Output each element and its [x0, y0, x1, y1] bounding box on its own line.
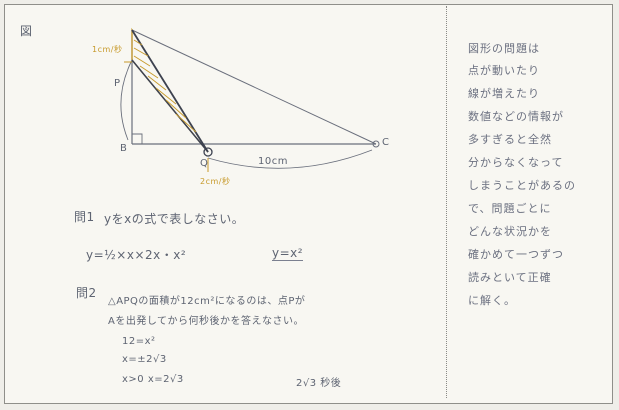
- q2-line1: △APQの面積が12cm²になるのは、点Pが: [108, 296, 306, 307]
- q1-work: y=½×x×2x・x²: [86, 248, 187, 262]
- note-line: 分からなくなって: [468, 156, 564, 169]
- q2-answer: 2√3 秒後: [296, 378, 342, 389]
- note-line: 確かめて一つずつ: [468, 248, 564, 261]
- speed-top-label: 1cm/秒: [92, 45, 123, 54]
- q1-text: yをxの式で表しなさい。: [104, 212, 245, 226]
- note-line: 多すぎると全然: [468, 133, 552, 146]
- q2-work1: 12=x²: [122, 336, 156, 347]
- label-q: Q: [200, 158, 209, 169]
- note-line: 線が増えたり: [468, 87, 540, 100]
- q1-heading: 問1: [74, 210, 95, 224]
- worksheet: [4, 4, 613, 404]
- distance-bq-label: 10cm: [258, 156, 288, 167]
- label-c: C: [382, 137, 390, 148]
- q2-line2: Aを出発してから何秒後かを答えなさい。: [108, 316, 305, 327]
- column-divider: [446, 6, 447, 398]
- note-line: で、問題ごとに: [468, 202, 552, 215]
- speed-bottom-label: 2cm/秒: [200, 177, 231, 186]
- note-line: どんな状況かを: [468, 225, 552, 238]
- note-line: に解く。: [468, 294, 516, 307]
- q1-answer: y=x²: [272, 246, 304, 261]
- note-line: 読みといて正確: [468, 271, 552, 284]
- note-line: しまうことがあるの: [468, 179, 576, 192]
- figure-label: 図: [20, 24, 33, 38]
- q2-work2: x=±2√3: [122, 354, 167, 365]
- q2-heading: 問2: [76, 286, 97, 300]
- q2-work3: x>0 x=2√3: [122, 374, 184, 385]
- label-p: P: [114, 78, 121, 89]
- note-line: 図形の問題は: [468, 42, 540, 55]
- note-line: 点が動いたり: [468, 64, 540, 77]
- note-line: 数値などの情報が: [468, 110, 564, 123]
- label-b: B: [120, 143, 128, 154]
